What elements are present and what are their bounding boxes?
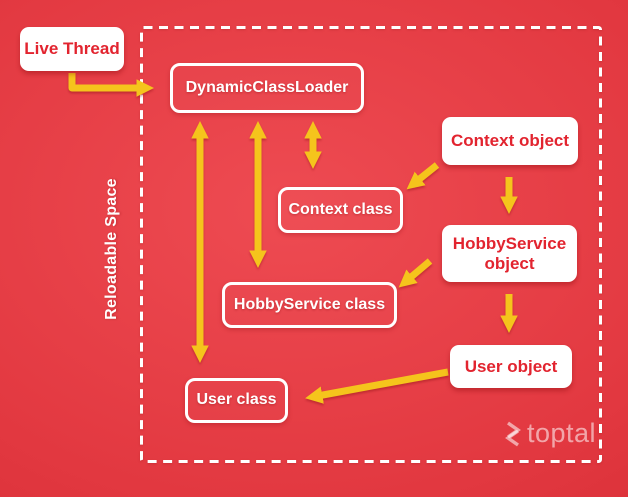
node-context-object: Context object — [442, 117, 578, 165]
node-live-thread-label: Live Thread — [24, 39, 120, 59]
node-user-object: User object — [450, 345, 572, 388]
reloadable-space-border — [140, 26, 602, 463]
node-user-class: User class — [185, 378, 288, 423]
arrow-hobbyservice-object-to-hobbyservice-class — [398, 258, 433, 288]
node-live-thread: Live Thread — [20, 27, 124, 71]
node-hobbyservice-class-label: HobbyService class — [233, 295, 386, 313]
node-context-class: Context class — [278, 187, 403, 233]
node-dynamic-class-loader: DynamicClassLoader — [170, 63, 364, 113]
toptal-logo-text: toptal — [527, 418, 597, 448]
node-hobbyservice-object-label: HobbyService object — [452, 233, 567, 273]
node-user-class-label: User class — [196, 391, 277, 409]
node-context-object-label: Context object — [450, 131, 570, 151]
arrow-user-object-to-user-class — [305, 368, 449, 404]
arrow-context-object-to-context-class — [406, 162, 440, 190]
reloadable-space-label: Reloadable Space — [103, 178, 120, 320]
toptal-logo: toptal — [503, 420, 596, 447]
node-hobbyservice-object: HobbyService object — [442, 225, 577, 282]
toptal-logo-icon — [505, 421, 521, 446]
node-hobbyservice-class: HobbyService class — [222, 282, 397, 328]
arrow-live-thread-to-loader — [68, 73, 154, 97]
node-context-class-label: Context class — [288, 200, 393, 218]
node-dynamic-class-loader-label: DynamicClassLoader — [185, 78, 349, 96]
node-user-object-label: User object — [464, 356, 558, 376]
